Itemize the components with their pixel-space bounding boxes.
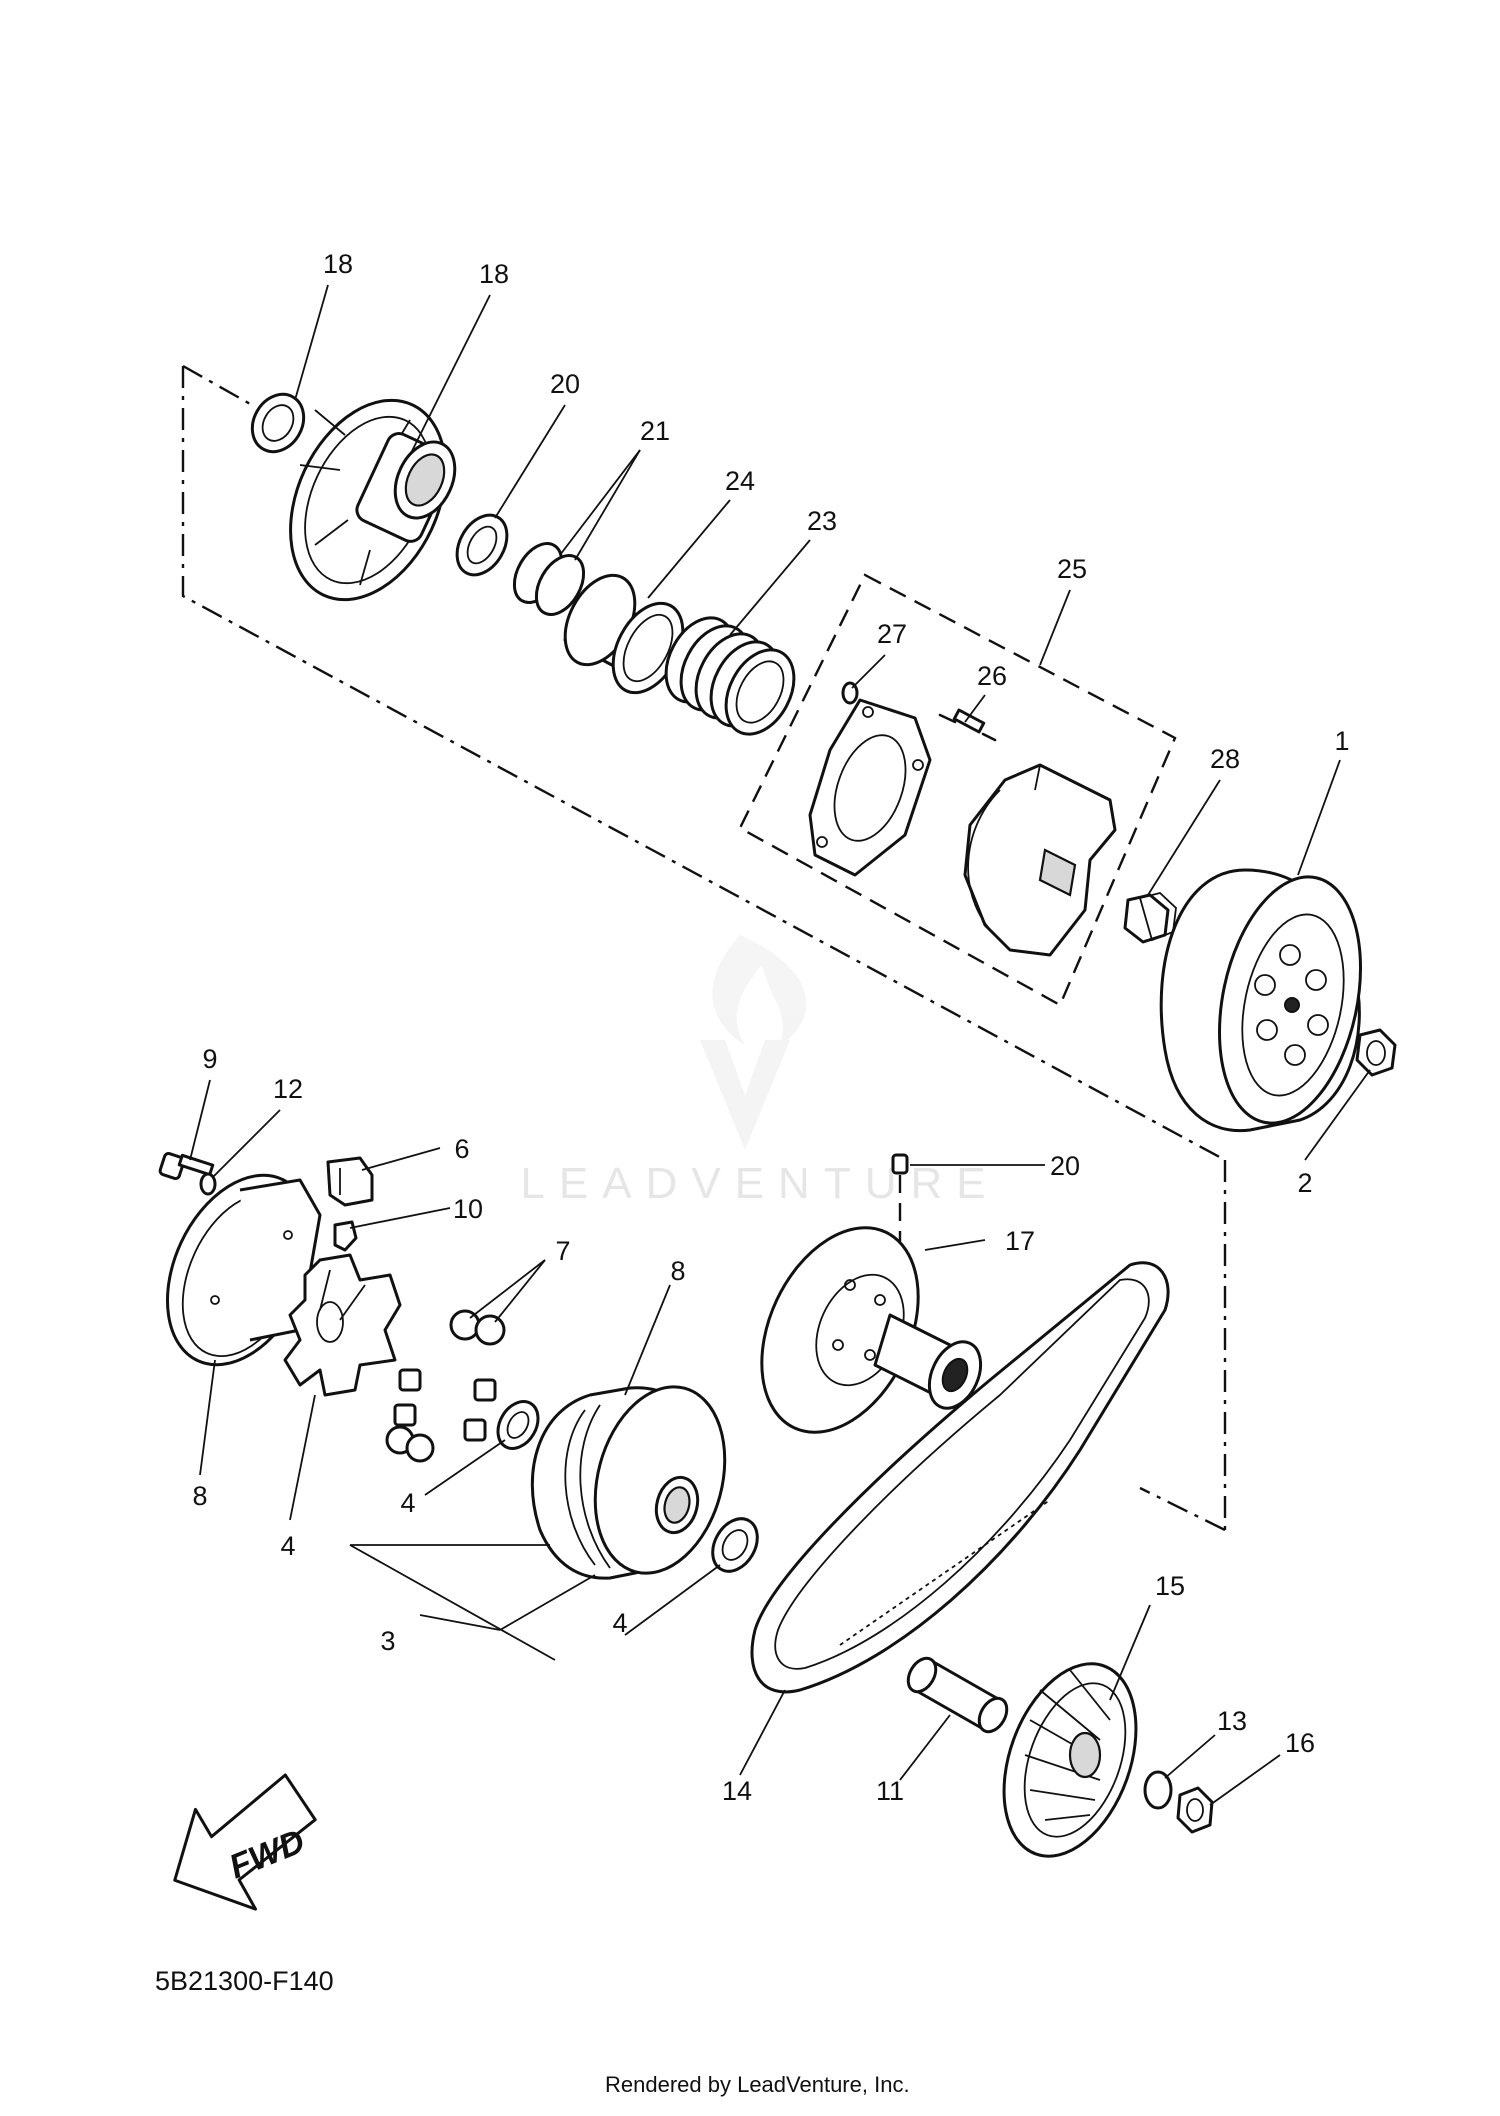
- callout-21: 21: [640, 416, 670, 446]
- clutch-nut: [1355, 1028, 1397, 1077]
- clutch-spring: [938, 708, 997, 742]
- callout-26: 26: [977, 661, 1007, 691]
- callout-12: 11: [876, 1776, 904, 1806]
- collar-right: [711, 1517, 759, 1573]
- watermark-text: LEADVENTURE: [520, 1159, 999, 1208]
- callout-11: 10: [453, 1194, 483, 1224]
- oil-seal-middle: [455, 513, 509, 577]
- callout-22: 20: [1050, 1151, 1080, 1181]
- callout-24: 24: [725, 466, 755, 496]
- bolt: [158, 1151, 215, 1181]
- nut: [1123, 892, 1177, 944]
- secondary-sliding-sheave: [289, 398, 457, 602]
- o-rings: [512, 542, 586, 616]
- rendered-by-footer: Rendered by LeadVenture, Inc.: [605, 2072, 910, 2097]
- callout-16: 15: [1155, 1571, 1185, 1601]
- cam-plate: [283, 1253, 402, 1397]
- callout-7: 7: [555, 1236, 570, 1266]
- screw: [891, 1153, 909, 1300]
- callout-1: 1: [1334, 726, 1349, 756]
- clutch-carrier-group-box: [738, 573, 1177, 1007]
- clutch-housing: [1159, 868, 1363, 1133]
- sheave-nut: [1176, 1786, 1214, 1834]
- callout-14: 13: [1217, 1706, 1247, 1736]
- compression-spring: [664, 616, 796, 736]
- watermark-logo-icon: [700, 935, 807, 1150]
- washer-small: [199, 1172, 217, 1196]
- callout-18: 17: [1005, 1226, 1035, 1256]
- oil-seal-upper: [250, 392, 306, 454]
- callout-17: 16: [1285, 1728, 1315, 1758]
- v-belt: [750, 1261, 1170, 1694]
- callout-20-mid: 20: [550, 369, 580, 399]
- callout-4-left: 4: [400, 1488, 415, 1518]
- callout-5: 4: [280, 1531, 295, 1561]
- cam-cover: [165, 1173, 322, 1367]
- fwd-arrow-icon: [173, 1773, 317, 1911]
- collar-left: [496, 1400, 540, 1450]
- callout-10: 9: [202, 1044, 217, 1074]
- part-code: 5B21300-F140: [155, 1966, 334, 1996]
- callout-4-right: 4: [612, 1608, 627, 1638]
- callout-13: 12: [273, 1074, 303, 1104]
- callout-20-top: 18: [323, 249, 353, 279]
- torque-cam-guide: [563, 573, 685, 695]
- callout-28: 28: [1210, 744, 1240, 774]
- slider: [326, 1156, 374, 1207]
- assembly-boundary-lines: [181, 364, 1227, 1532]
- clutch-plate: [808, 698, 932, 877]
- callout-3: 3: [380, 1626, 395, 1656]
- callout-9: 8: [192, 1481, 207, 1511]
- callout-8: 8: [670, 1256, 685, 1286]
- washer: [1143, 1770, 1173, 1810]
- slider-small: [333, 1220, 358, 1252]
- callout-19: 18: [479, 259, 509, 289]
- callout-23: 23: [807, 506, 837, 536]
- clutch-carrier: [963, 763, 1117, 957]
- primary-sliding-sheave: [530, 1385, 727, 1580]
- callout-25: 25: [1057, 554, 1087, 584]
- callout-27: 27: [877, 619, 907, 649]
- clip: [841, 681, 859, 705]
- secondary-fixed-sheave: [760, 1226, 983, 1434]
- callout-6: 6: [454, 1134, 469, 1164]
- primary-fixed-sheave: [1002, 1662, 1138, 1858]
- leader-lines: [189, 284, 1371, 1806]
- callout-2: 2: [1297, 1168, 1312, 1198]
- callout-15: 14: [722, 1776, 752, 1806]
- collar-tube: [906, 1656, 1009, 1734]
- weights: [385, 1309, 506, 1463]
